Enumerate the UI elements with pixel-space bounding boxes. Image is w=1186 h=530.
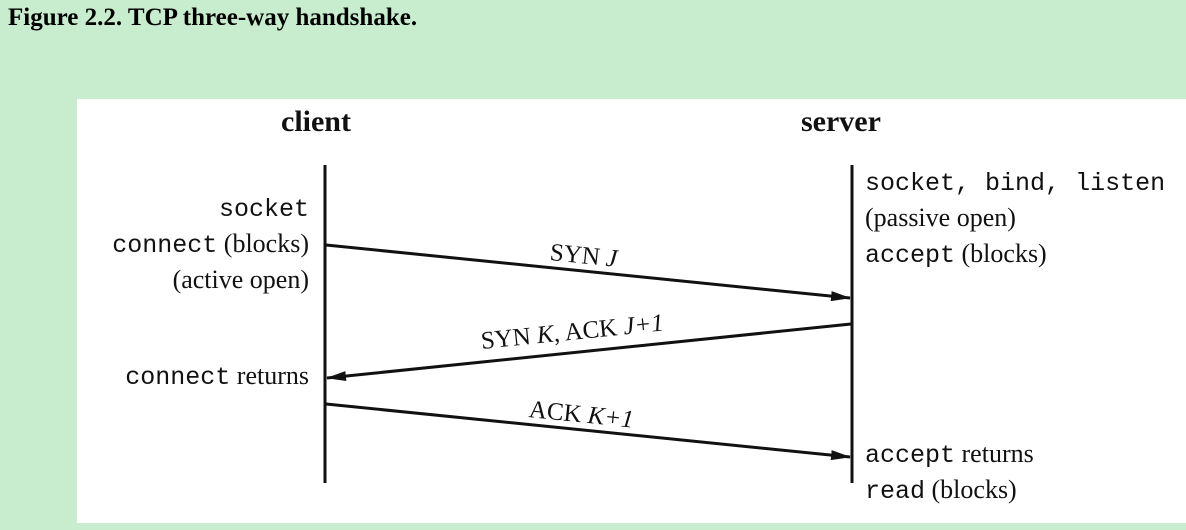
server-passive-open-label: (passive open) (865, 203, 1016, 232)
client-active-open-label: (active open) (172, 265, 309, 294)
client-header: client (281, 105, 351, 138)
server-socket-bind-listen-label: socket, bind, listen (865, 169, 1166, 198)
handshake-diagram: client server socket connect (blocks) (a… (77, 99, 1186, 523)
client-connect-label: connect (blocks) (112, 229, 309, 260)
client-socket-label: socket (218, 195, 309, 224)
client-connect-returns-label: connect returns (125, 361, 309, 392)
figure-caption: Figure 2.2. TCP three-way handshake. (8, 4, 418, 31)
syn-arrow (325, 243, 851, 302)
server-header: server (801, 105, 881, 138)
server-accept-label: accept (blocks) (865, 239, 1047, 270)
server-accept-returns-label: accept returns (865, 439, 1034, 470)
diagram-lines (323, 165, 854, 483)
synack-arrow (326, 322, 852, 382)
ack-arrow (325, 402, 851, 461)
server-read-label: read (blocks) (865, 475, 1017, 506)
